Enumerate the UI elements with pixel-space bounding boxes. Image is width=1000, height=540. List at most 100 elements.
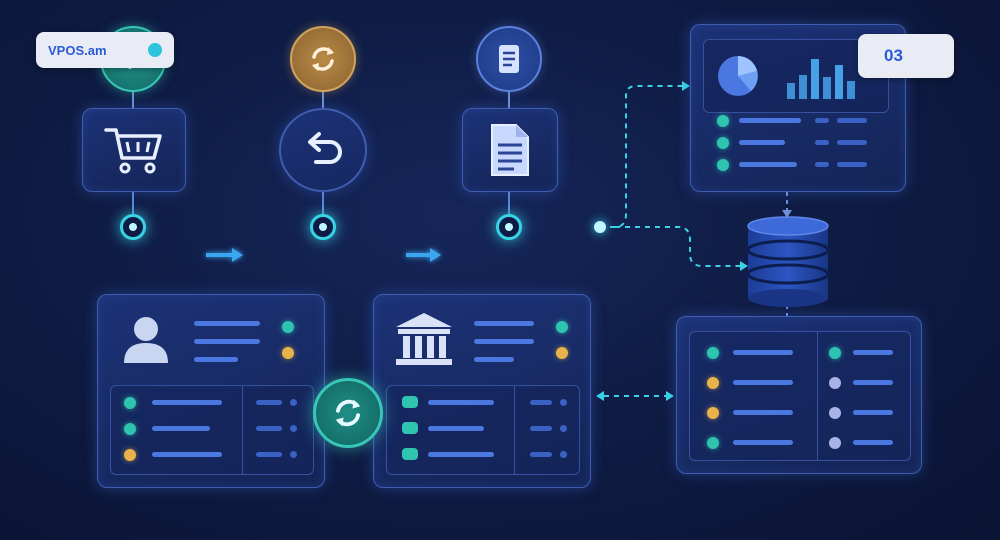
top-document-circle	[476, 26, 542, 92]
customer-row-dot-2	[124, 423, 136, 435]
dashed-path-to-database	[615, 226, 740, 267]
bank-status-dot-1	[556, 321, 568, 333]
ledger-row-dot-3	[707, 407, 719, 419]
document-icon	[499, 45, 519, 73]
bank-row-val-3	[530, 452, 552, 457]
bank-row-bar-3	[428, 452, 494, 457]
ledger-row-bar-4	[733, 440, 793, 445]
report-row-val-2a	[815, 140, 829, 145]
bank-row-mark-3	[560, 451, 567, 458]
step-badge: 03	[858, 34, 954, 78]
pie-chart-icon	[718, 56, 758, 96]
customer-row-val-1	[256, 400, 282, 405]
ledger-row-dot-1	[707, 347, 719, 359]
bank-row-chip-1	[402, 396, 418, 408]
ledger-row-val-4	[853, 440, 893, 445]
ledger-row-status-2	[829, 377, 841, 389]
customer-row-mark-2	[290, 425, 297, 432]
ledger-card	[676, 316, 922, 474]
ledger-row-val-3	[853, 410, 893, 415]
report-row-bar-3	[739, 162, 797, 167]
bank-row-val-2	[530, 426, 552, 431]
ledger-row-bar-1	[733, 350, 793, 355]
undo-icon	[308, 132, 342, 164]
bank-row-mark-1	[560, 399, 567, 406]
ledger-row-status-4	[829, 437, 841, 449]
bank-row-val-1	[530, 400, 552, 405]
report-row-val-3b	[837, 162, 867, 167]
customer-line-2	[194, 339, 260, 344]
brand-badge: VPOS.am	[36, 32, 174, 68]
bank-row-mark-2	[560, 425, 567, 432]
top-sync-circle	[290, 26, 356, 92]
bank-icon	[396, 313, 452, 365]
customer-row-bar-1	[152, 400, 222, 405]
ledger-row-bar-3	[733, 410, 793, 415]
customer-line-3	[194, 357, 238, 362]
file-icon	[491, 124, 529, 176]
ledger-row-bar-2	[733, 380, 793, 385]
ledger-row-status-1	[829, 347, 841, 359]
step-badge-label: 03	[884, 46, 903, 65]
report-row-bar-2	[739, 140, 785, 145]
undo-circle	[279, 108, 367, 192]
user-icon	[124, 317, 168, 363]
customer-row-bar-2	[152, 426, 210, 431]
file-card	[462, 108, 558, 192]
bank-row-bar-2	[428, 426, 484, 431]
brand-badge-label: VPOS.am	[48, 42, 107, 58]
customer-line-1	[194, 321, 260, 326]
bank-row-bar-1	[428, 400, 494, 405]
arrowhead-bi-left	[596, 391, 604, 401]
report-row-dot-3	[717, 159, 729, 171]
ledger-row-dot-2	[707, 377, 719, 389]
bank-card	[373, 294, 591, 488]
report-row-val-1b	[837, 118, 867, 123]
customer-row-val-3	[256, 452, 282, 457]
ledger-row-status-3	[829, 407, 841, 419]
timeline-node-end	[594, 221, 606, 233]
report-row-val-2b	[837, 140, 867, 145]
timeline-node-1	[120, 214, 146, 240]
brand-status-dot	[148, 43, 162, 57]
customer-table-divider	[242, 385, 243, 475]
sync-icon	[312, 47, 334, 71]
bank-row-chip-3	[402, 448, 418, 460]
bank-line-1	[474, 321, 534, 326]
customer-row-val-2	[256, 426, 282, 431]
ledger-divider	[817, 331, 818, 461]
dashed-path-to-report	[600, 85, 682, 228]
customer-status-dot-1	[282, 321, 294, 333]
sync-icon	[335, 399, 361, 427]
bank-line-3	[474, 357, 514, 362]
bank-table-divider	[514, 385, 515, 475]
report-row-bar-1	[739, 118, 801, 123]
customer-row-dot-1	[124, 397, 136, 409]
customer-status-dot-2	[282, 347, 294, 359]
arrowhead-bi-right	[666, 391, 674, 401]
database-icon	[746, 216, 830, 307]
customer-table	[110, 385, 314, 475]
report-row-dot-1	[717, 115, 729, 127]
customer-row-dot-3	[124, 449, 136, 461]
shopping-cart-icon	[104, 128, 162, 174]
customer-row-mark-1	[290, 399, 297, 406]
arrowhead-report-db	[782, 210, 792, 218]
report-row-val-3a	[815, 162, 829, 167]
bank-status-dot-2	[556, 347, 568, 359]
arrowhead-report	[682, 81, 690, 91]
ledger-row-val-1	[853, 350, 893, 355]
ledger-row-dot-4	[707, 437, 719, 449]
timeline-node-2	[310, 214, 336, 240]
center-sync-circle	[313, 378, 383, 448]
customer-row-bar-3	[152, 452, 222, 457]
report-row-val-1a	[815, 118, 829, 123]
flow-arrow-1	[206, 248, 243, 262]
bank-row-chip-2	[402, 422, 418, 434]
cart-card	[82, 108, 186, 192]
mini-bar-chart	[787, 53, 877, 99]
ledger-row-val-2	[853, 380, 893, 385]
arrowhead-database	[740, 261, 748, 271]
customer-card	[97, 294, 325, 488]
flow-arrow-2	[406, 248, 441, 262]
